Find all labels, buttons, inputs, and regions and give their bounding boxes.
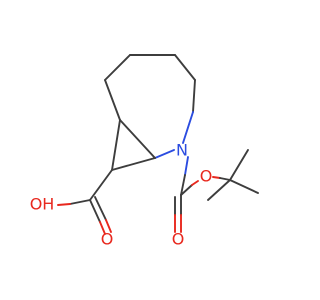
bond-n-carbonyl-b [180,174,186,196]
boc-ester-oxygen-label: O [200,167,213,186]
bond-oester-tbu-b [219,177,231,181]
bond-ring-1 [104,79,121,121]
bond-ring-6 [182,111,194,144]
bond-acid-co-b [99,221,106,235]
bond-ring-5 [192,79,196,113]
acid-carbonyl-oxygen-label: O [101,230,114,249]
bond-tbu-me2 [229,179,259,194]
bond-oester-tbu-a [212,176,221,179]
structure-canvas: N O OH O O [30,54,259,249]
bond-acid-c [89,169,113,201]
nitrogen-label: N [176,141,188,160]
bond-acid-co-c [94,196,107,221]
bond-boc-oester-b [191,180,199,186]
boc-carbonyl-oxygen-label: O [172,230,185,249]
molecule-diagram: N O OH O O [30,54,259,249]
bond-cyclopropane-2 [111,157,156,171]
bond-tbu-me3 [207,179,231,201]
bond-acid-oh-a [69,199,91,205]
acid-hydroxyl-label: OH [30,195,55,214]
bond-cyclopropane-1 [111,119,121,171]
bond-ring-7 [154,149,175,159]
bond-acid-oh-b [57,203,71,206]
bond-ring-4 [174,54,196,81]
bond-boc-oester-a [180,184,193,196]
bond-n-carbonyl-a [184,156,189,176]
bond-acid-co-a [89,199,101,223]
bond-ring-8 [119,119,156,159]
bond-acid-co-d [105,219,112,233]
bond-ring-2 [104,54,131,81]
bond-tbu-me1 [229,149,249,181]
